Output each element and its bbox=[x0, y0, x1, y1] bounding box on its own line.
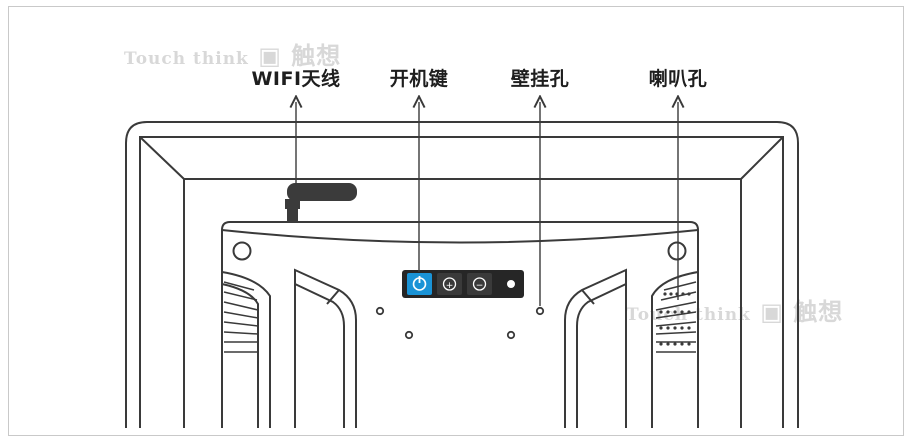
watermark-right: Touch think ▣ 触想 bbox=[626, 292, 843, 327]
label-power-button: 开机键 bbox=[389, 68, 449, 90]
brightness-up-icon bbox=[442, 277, 457, 291]
channel-notch-left bbox=[326, 289, 340, 305]
left-grip-inner bbox=[221, 283, 259, 428]
right-vent-slats bbox=[655, 281, 697, 353]
screw-top-left bbox=[232, 241, 252, 261]
center-left-channel-inner bbox=[294, 283, 345, 428]
channel-notch-right bbox=[581, 289, 595, 305]
label-wall-mount-hole: 壁挂孔 bbox=[510, 68, 570, 90]
watermark-logo-icon: ▣ bbox=[258, 42, 282, 70]
center-right-channel bbox=[564, 268, 627, 428]
svg-text:−: − bbox=[476, 281, 484, 291]
watermark-chinese: 触想 bbox=[793, 298, 844, 326]
brightness-down-icon bbox=[472, 277, 487, 291]
device-recess bbox=[183, 178, 742, 428]
center-right-channel-inner bbox=[576, 283, 627, 428]
watermark-top-left: Touch think ▣ 触想 bbox=[124, 36, 341, 71]
label-speaker-hole: 喇叭孔 bbox=[648, 68, 708, 90]
back-housing-top-curve bbox=[221, 229, 699, 244]
wall-mount-holes bbox=[375, 306, 545, 340]
indicator-led bbox=[507, 280, 515, 288]
left-vent-slats bbox=[223, 281, 259, 353]
watermark-latin: Touch think bbox=[124, 49, 249, 69]
watermark-logo-icon: ▣ bbox=[760, 298, 784, 326]
back-housing bbox=[221, 221, 699, 428]
brightness-down-key bbox=[467, 273, 492, 295]
brightness-up-key bbox=[437, 273, 462, 295]
screw-top-right bbox=[667, 241, 687, 261]
power-button-key bbox=[407, 273, 432, 295]
device-inner-bezel bbox=[139, 136, 784, 428]
wifi-antenna-graphic bbox=[285, 183, 357, 223]
center-left-channel bbox=[294, 268, 357, 428]
watermark-chinese: 触想 bbox=[291, 42, 342, 70]
button-panel: + − bbox=[402, 270, 524, 298]
label-wifi-antenna: WIFI天线 bbox=[251, 68, 341, 90]
svg-text:+: + bbox=[446, 281, 454, 291]
bevel-right bbox=[740, 136, 784, 180]
device-outer-body bbox=[125, 121, 799, 428]
left-grip bbox=[221, 271, 271, 428]
right-grip bbox=[651, 271, 699, 428]
speaker-holes bbox=[659, 292, 691, 346]
bevel-left bbox=[139, 136, 185, 180]
